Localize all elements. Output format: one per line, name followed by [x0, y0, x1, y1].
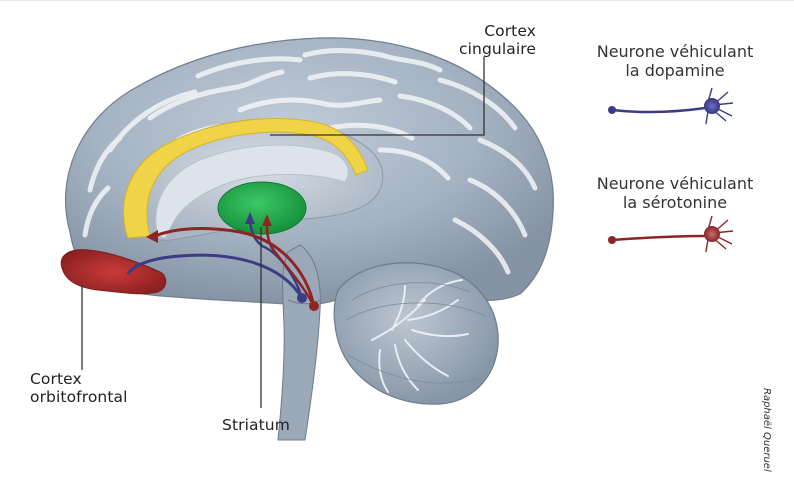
- label-line: Cortex: [30, 370, 128, 388]
- legend-serotonine-text: Neurone véhiculant la sérotonine: [560, 174, 790, 212]
- legend-line: Neurone véhiculant: [560, 174, 790, 193]
- serotonin-soma: [309, 301, 319, 311]
- legend-line: la sérotonine: [560, 193, 790, 212]
- illustrator-credit: Raphaël Queruel: [761, 388, 772, 472]
- dopamine-neuron-icon: [608, 88, 733, 124]
- label-line: Striatum: [222, 416, 290, 434]
- label-cortex-orbitofrontal: Cortex orbitofrontal: [30, 370, 128, 406]
- legend-dopamine-text: Neurone véhiculant la dopamine: [560, 42, 790, 80]
- label-line: Cortex: [446, 22, 536, 40]
- legend-line: Neurone véhiculant: [560, 42, 790, 61]
- dopamine-soma: [297, 293, 307, 303]
- legend-line: la dopamine: [560, 61, 790, 80]
- label-cortex-cingulaire: Cortex cingulaire: [446, 22, 536, 58]
- brainstem: [278, 245, 320, 440]
- label-line: orbitofrontal: [30, 388, 128, 406]
- label-striatum: Striatum: [222, 416, 290, 434]
- serotonin-neuron-icon: [608, 216, 733, 252]
- label-line: cingulaire: [446, 40, 536, 58]
- striatum-region: [218, 182, 306, 234]
